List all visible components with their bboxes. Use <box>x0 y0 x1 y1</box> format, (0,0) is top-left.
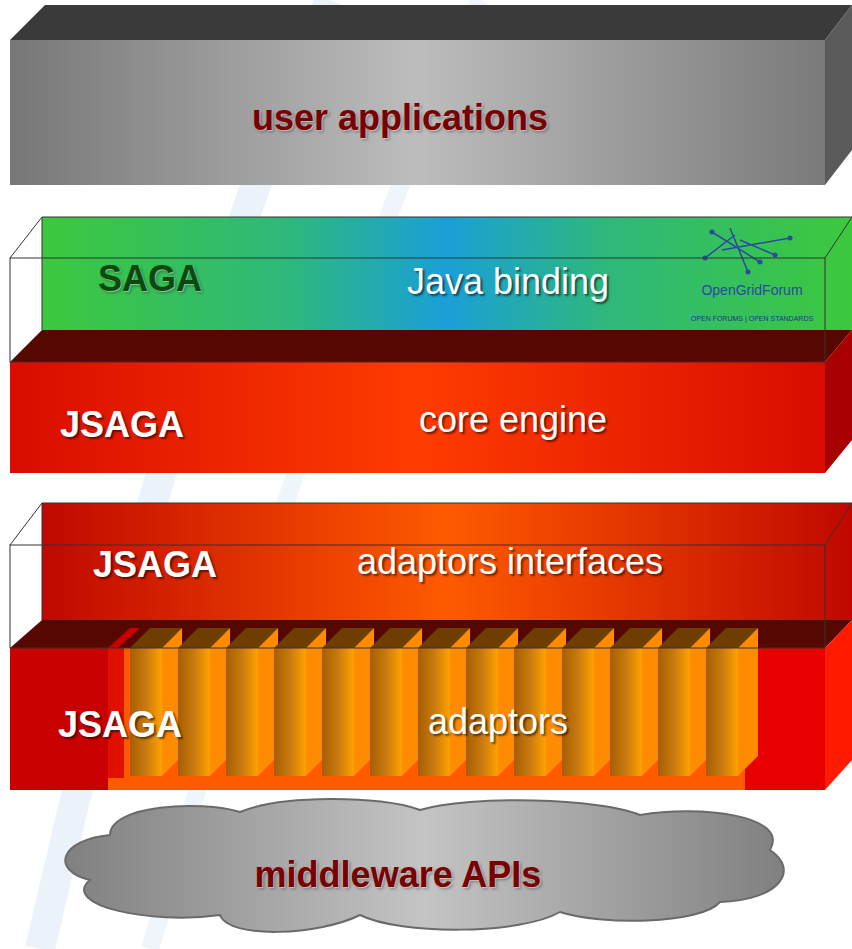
interface-band: JSAGA adaptors interfaces <box>42 503 852 620</box>
engine-band: JSAGA core engine <box>10 362 825 473</box>
application-band: user applications <box>10 40 825 185</box>
layer-name: JSAGA <box>58 707 182 743</box>
layer-label: adaptors interfaces <box>357 544 663 580</box>
layer-label: Java binding <box>407 264 609 300</box>
logo-tagline: OPEN FORUMS | OPEN STANDARDS <box>691 315 813 322</box>
layer-name: JSAGA <box>93 547 217 583</box>
adaptor-pillar <box>226 648 258 776</box>
layer-label: middleware APIs <box>255 857 542 893</box>
layer-label: user applications <box>252 100 548 136</box>
layer-label: core engine <box>419 402 607 438</box>
binding-band: SAGA Java binding <box>42 217 852 330</box>
middleware-cloud: middleware APIs <box>60 805 795 945</box>
adaptor-pillar <box>370 648 402 776</box>
adaptor-pillar <box>178 648 210 776</box>
logo-text: OpenGridForum <box>701 283 802 297</box>
layer-name: JSAGA <box>60 407 184 443</box>
adaptors-band: JSAGA adaptors <box>10 648 825 790</box>
adaptor-pillar <box>658 648 690 776</box>
adaptor-pillar <box>706 648 738 776</box>
layer-label: adaptors <box>428 704 568 740</box>
adaptor-pillar <box>738 628 758 776</box>
layer-name: SAGA <box>98 261 202 297</box>
adaptor-pillar <box>274 648 306 776</box>
adaptor-pillar <box>322 648 354 776</box>
adaptor-pillar <box>610 648 642 776</box>
